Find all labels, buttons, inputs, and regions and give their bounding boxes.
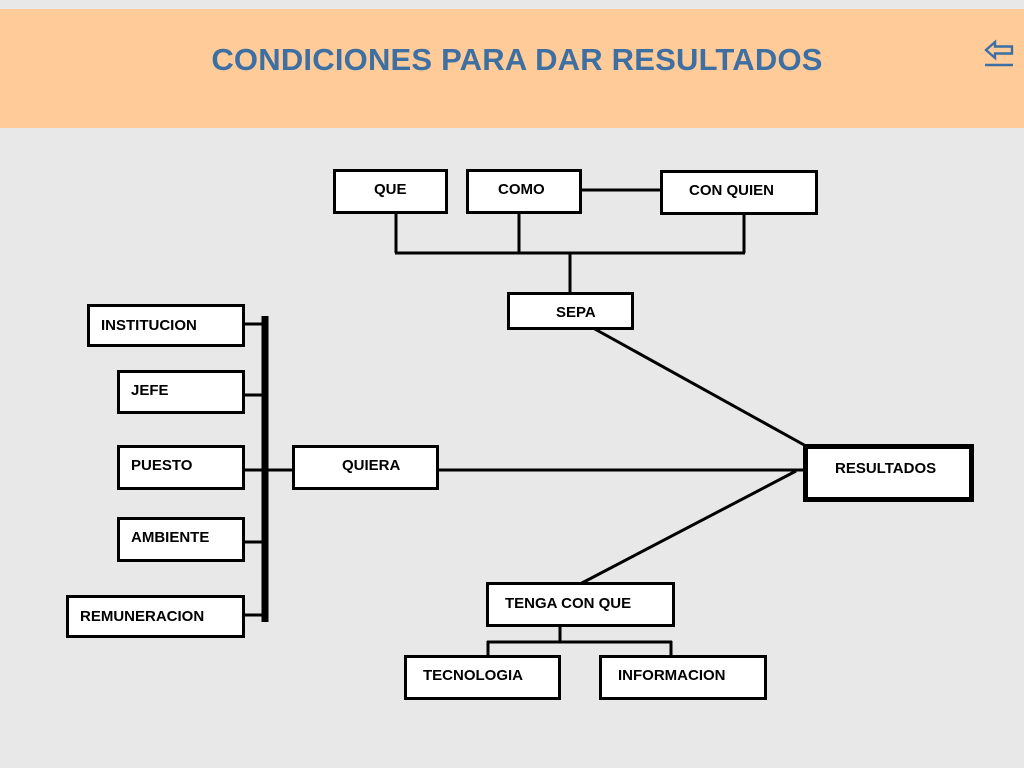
- connector-tenga-resultados: [579, 469, 797, 586]
- back-button[interactable]: [982, 37, 1016, 71]
- node-sepa: SEPA: [507, 292, 634, 330]
- node-jefe: JEFE: [117, 370, 245, 414]
- node-como: COMO: [466, 169, 582, 214]
- back-arrow-icon: [984, 39, 1014, 67]
- node-con-quien: CON QUIEN: [660, 170, 818, 215]
- node-ambiente: AMBIENTE: [117, 517, 245, 562]
- node-que: QUE: [333, 169, 448, 214]
- connector-sepa-resultados: [592, 326, 807, 448]
- page-title: CONDICIONES PARA DAR RESULTADOS: [211, 42, 823, 77]
- node-institucion: INSTITUCION: [87, 304, 245, 347]
- title-bar: [0, 9, 1024, 128]
- node-informacion: INFORMACION: [599, 655, 767, 700]
- node-quiera: QUIERA: [292, 445, 439, 490]
- node-tenga-con-que: TENGA CON QUE: [486, 582, 675, 627]
- node-tecnologia: TECNOLOGIA: [404, 655, 561, 700]
- node-puesto: PUESTO: [117, 445, 245, 490]
- node-remuneracion: REMUNERACION: [66, 595, 245, 638]
- node-resultados: RESULTADOS: [803, 444, 974, 502]
